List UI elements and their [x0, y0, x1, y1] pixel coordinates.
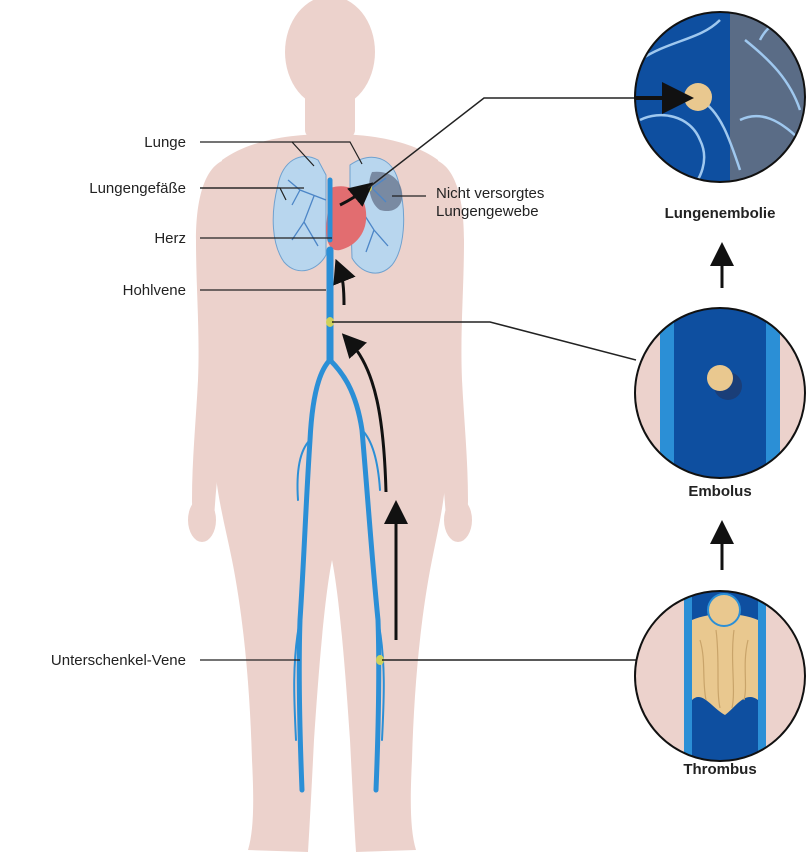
label-lunge: Lunge [144, 134, 186, 151]
thrombus-detail [630, 588, 808, 768]
label-nicht-versorgt-2: Lungengewebe [436, 203, 539, 220]
lungenembolie-detail [630, 5, 808, 195]
stage-thrombus: Thrombus [683, 761, 756, 778]
label-herz: Herz [154, 230, 186, 247]
label-nicht-versorgt-1: Nicht versorgtes [436, 185, 544, 202]
embolus-detail [630, 305, 808, 485]
stage-embolus: Embolus [688, 483, 751, 500]
body-silhouette [188, 0, 472, 852]
label-lungengefaesse: Lungengefäße [89, 180, 186, 197]
label-hohlvene: Hohlvene [123, 282, 186, 299]
stage-lungenembolie: Lungenembolie [665, 205, 776, 222]
label-unterschenkel-vene: Unterschenkel-Vene [51, 652, 186, 669]
